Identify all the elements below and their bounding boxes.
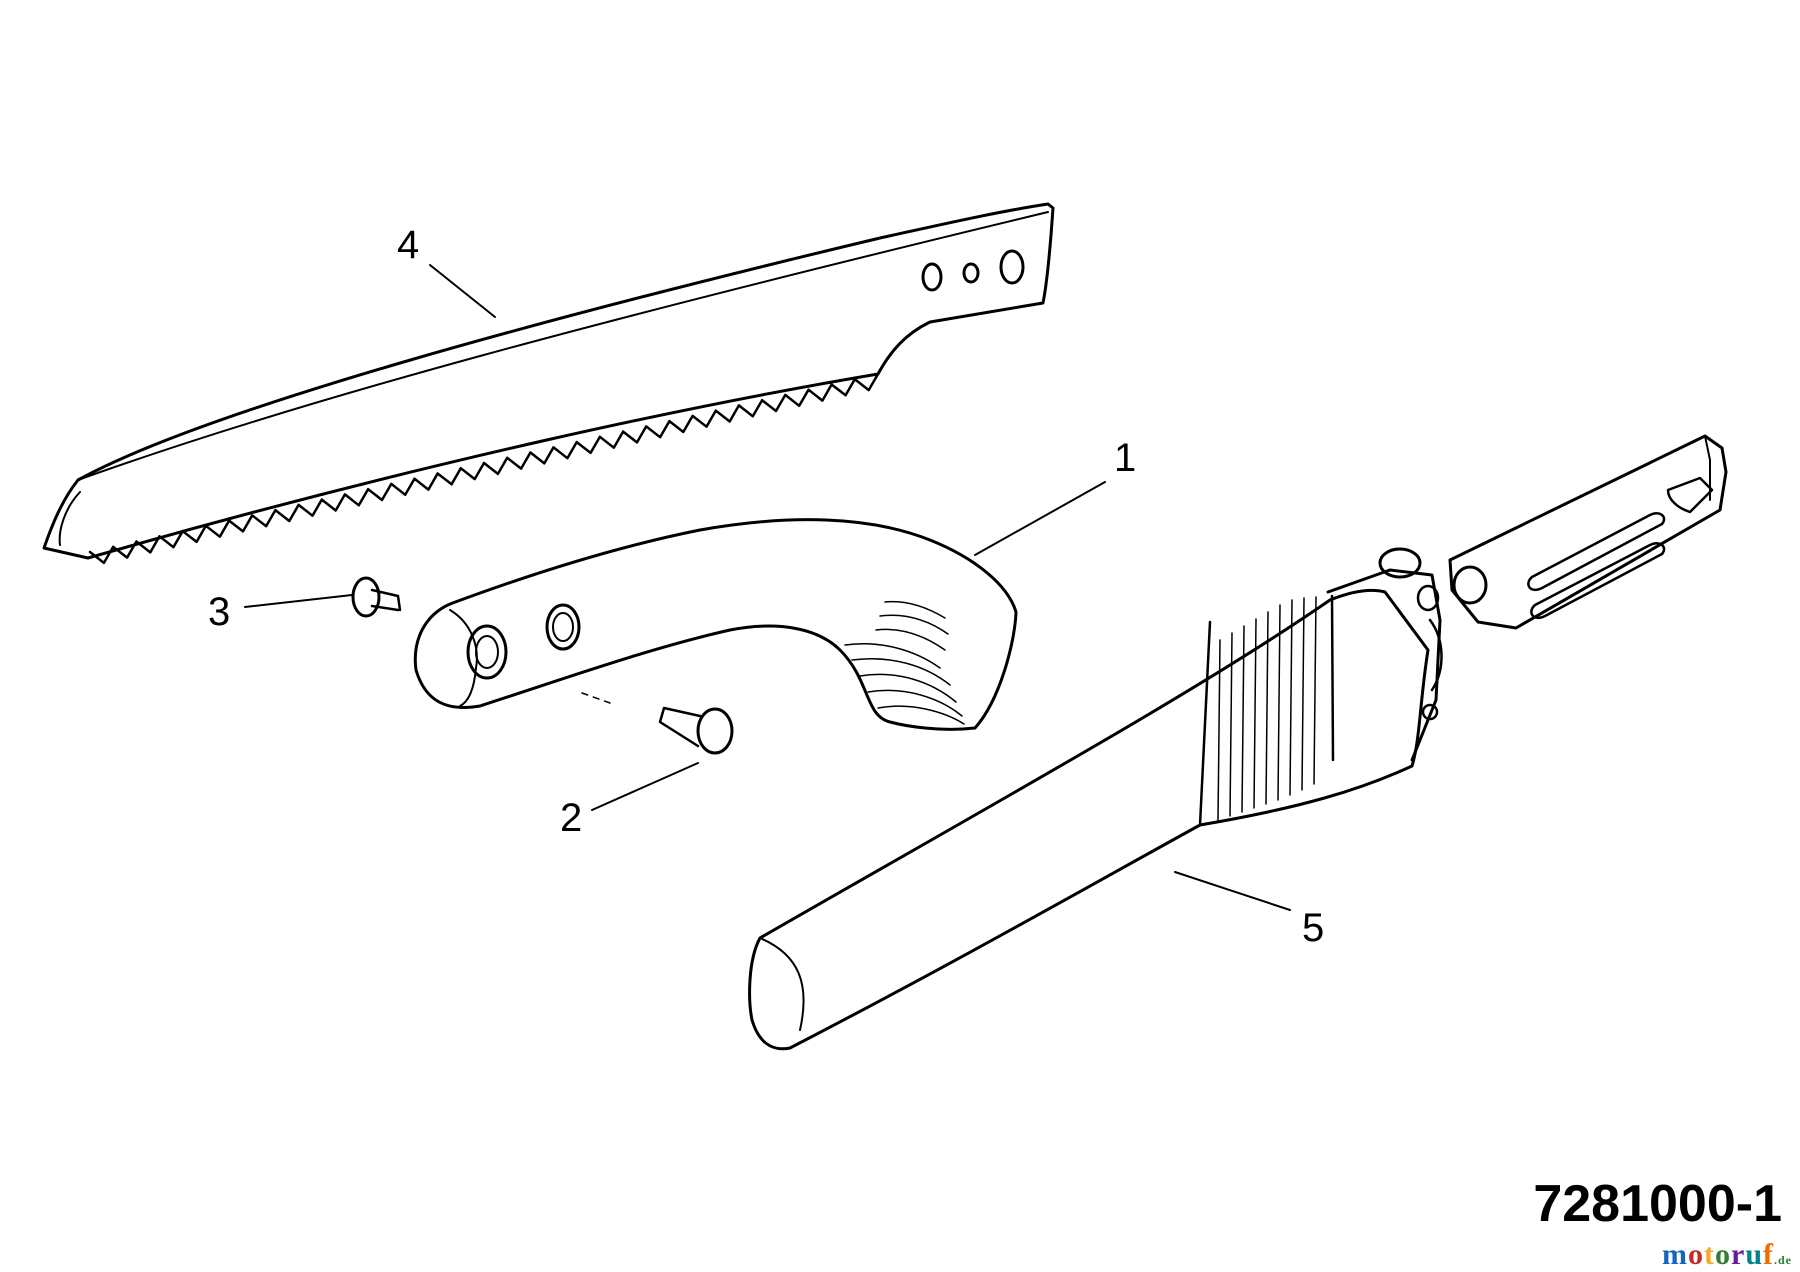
watermark-text: motoruf	[1661, 1238, 1774, 1271]
watermark-logo: motoruf.de	[1662, 1240, 1792, 1270]
callout-2: 2	[560, 796, 583, 840]
callout-4: 4	[397, 223, 420, 267]
watermark-domain: .de	[1774, 1253, 1792, 1267]
sheath	[748, 434, 1728, 1051]
saw-blade	[42, 202, 1055, 565]
callout-5: 5	[1302, 906, 1325, 950]
handle-grip	[413, 518, 1018, 731]
bolt-small	[351, 576, 402, 618]
callout-3: 3	[208, 590, 231, 634]
screw	[581, 692, 734, 755]
drawing-number: 7281000-1	[1533, 1175, 1782, 1233]
leader-lines	[244, 264, 1291, 911]
callout-1: 1	[1114, 436, 1137, 480]
